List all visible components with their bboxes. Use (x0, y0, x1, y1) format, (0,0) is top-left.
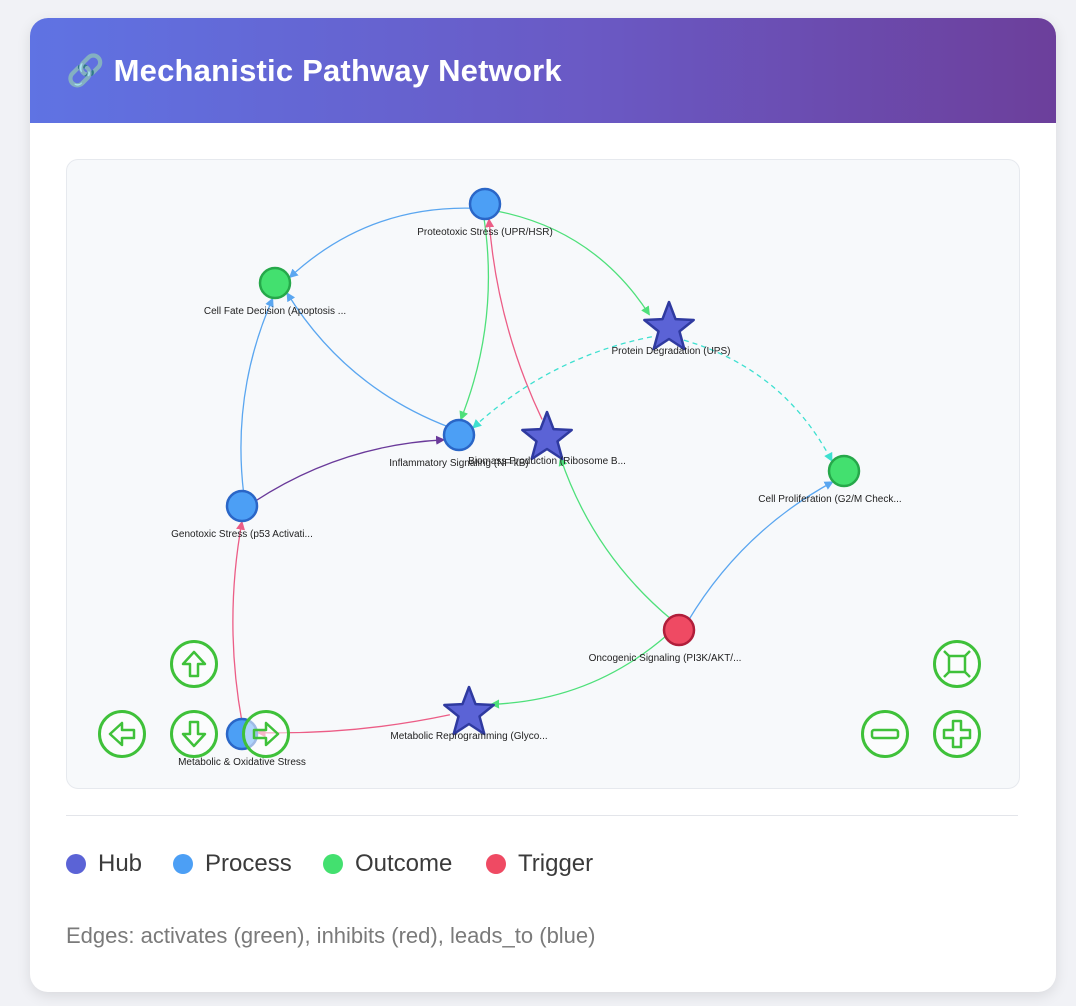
edge-genotoxic-cellfate (240, 297, 274, 495)
edge-legend-note: Edges: activates (green), inhibits (red)… (66, 923, 596, 948)
node-inflammatory[interactable]: Inflammatory Signaling (NF-kB) (389, 418, 529, 469)
node-oncogenic[interactable]: Oncogenic Signaling (PI3K/AKT/... (589, 613, 742, 664)
node-metabolicrep[interactable]: Metabolic Reprogramming (Glyco... (390, 685, 548, 742)
pan-up-button[interactable] (170, 640, 218, 688)
circle-node-icon (827, 454, 861, 488)
edge-biomass-proteotoxic (485, 218, 543, 420)
process-swatch-icon (173, 854, 193, 874)
edge-oncogenic-biomass (558, 456, 673, 621)
node-label: Biomass Production (Ribosome B... (468, 456, 626, 467)
circle-node-icon (258, 266, 292, 300)
zoom-in-button[interactable] (933, 710, 981, 758)
star-node-icon (521, 410, 573, 461)
edge-proteindeg-cellprolif (683, 339, 833, 462)
node-proteotoxic[interactable]: Proteotoxic Stress (UPR/HSR) (417, 187, 553, 238)
edge-proteotoxic-proteindeg (494, 210, 650, 316)
node-label: Cell Fate Decision (Apoptosis ... (204, 306, 346, 317)
edge-oncogenic-cellprolif (687, 481, 834, 623)
fit-view-icon (943, 650, 971, 678)
arrow-up-icon (181, 650, 207, 678)
node-genotoxic[interactable]: Genotoxic Stress (p53 Activati... (171, 489, 313, 540)
arrow-left-icon (108, 721, 136, 747)
node-label: Inflammatory Signaling (NF-kB) (389, 458, 528, 469)
arrow-right-icon (252, 721, 280, 747)
node-label: Genotoxic Stress (p53 Activati... (171, 529, 313, 540)
node-proteindeg[interactable]: Protein Degradation (UPS) (612, 300, 731, 357)
pan-down-button[interactable] (170, 710, 218, 758)
title-text: Mechanistic Pathway Network (113, 53, 562, 88)
node-label: Protein Degradation (UPS) (612, 346, 731, 357)
edge-proteotoxic-inflammatory (459, 215, 490, 421)
arrow-down-icon (181, 720, 207, 748)
trigger-swatch-icon (486, 854, 506, 874)
node-cellfate[interactable]: Cell Fate Decision (Apoptosis ... (204, 266, 346, 317)
circle-node-icon (468, 187, 502, 221)
zoom-in-icon (942, 719, 972, 749)
network-svg[interactable]: Proteotoxic Stress (UPR/HSR) Cell Fate De… (67, 160, 1019, 788)
edge-oncogenic-metabolicrep (490, 633, 669, 709)
edges-layer (232, 207, 834, 738)
node-label: Oncogenic Signaling (PI3K/AKT/... (589, 653, 742, 664)
circle-node-icon (662, 613, 696, 647)
node-cellprolif[interactable]: Cell Proliferation (G2/M Check... (758, 454, 902, 505)
nodes-layer: Proteotoxic Stress (UPR/HSR) Cell Fate De… (171, 187, 902, 768)
page-title: 🔗 Mechanistic Pathway Network (66, 52, 562, 89)
network-canvas[interactable]: Proteotoxic Stress (UPR/HSR) Cell Fate De… (66, 159, 1020, 789)
pan-left-button[interactable] (98, 710, 146, 758)
edge-inflammatory-cellfate (286, 292, 450, 428)
legend-label: Outcome (355, 850, 453, 877)
star-node-icon (443, 685, 495, 736)
card-header: 🔗 Mechanistic Pathway Network (30, 18, 1056, 123)
pan-right-button[interactable] (242, 710, 290, 758)
edge-genotoxic-inflammatory (253, 435, 446, 503)
outcome-swatch-icon (323, 854, 343, 874)
edge-proteindeg-inflammatory (472, 336, 653, 429)
zoom-out-icon (870, 728, 900, 740)
node-biomass[interactable]: Biomass Production (Ribosome B... (468, 410, 626, 467)
link-icon: 🔗 (66, 53, 105, 88)
circle-node-icon (225, 489, 259, 523)
fit-view-button[interactable] (933, 640, 981, 688)
edge-metabolicox-genotoxic (232, 520, 246, 723)
circle-node-icon (442, 418, 476, 452)
star-node-icon (643, 300, 695, 351)
node-label: Proteotoxic Stress (UPR/HSR) (417, 227, 553, 238)
edge-proteotoxic-cellfate (288, 207, 474, 279)
legend-label: Trigger (518, 850, 594, 877)
divider (66, 815, 1018, 816)
legend-label: Process (205, 850, 292, 877)
hub-swatch-icon (66, 854, 86, 874)
zoom-out-button[interactable] (861, 710, 909, 758)
node-label: Metabolic Reprogramming (Glyco... (390, 731, 547, 742)
pathway-card: 🔗 Mechanistic Pathway Network Proteotoxi… (30, 18, 1056, 992)
node-label: Cell Proliferation (G2/M Check... (758, 494, 901, 505)
legend-label: Hub (98, 850, 143, 877)
node-label: Metabolic & Oxidative Stress (178, 757, 306, 768)
